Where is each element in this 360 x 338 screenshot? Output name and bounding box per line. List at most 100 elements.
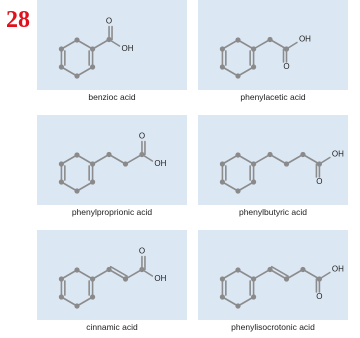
ring-bond [221, 154, 239, 165]
benzoic-acid-structure: O OH [58, 17, 134, 79]
hydroxyl-bond [141, 268, 154, 277]
chain-double-bond [270, 265, 289, 278]
ring-carbon [74, 303, 80, 309]
ring-carbon [219, 46, 226, 52]
chain-bond [285, 153, 304, 165]
ring-carbon [235, 152, 241, 158]
ring-carbon [235, 188, 241, 194]
carbonyl-oxygen-label: O [139, 132, 145, 141]
ring-bond [76, 181, 94, 192]
molecule-name: cinnamic acid [86, 322, 138, 332]
ring-bond [237, 154, 255, 165]
figure-number: 28 [6, 7, 30, 33]
ring-carbon [89, 64, 96, 70]
chain-bond [124, 268, 143, 280]
molecule-card-benzoic-acid: O OH benzioc acid [37, 0, 187, 108]
structure-diagram: O OH [37, 230, 187, 320]
ring-bond [237, 296, 255, 307]
ring-carbon [58, 276, 65, 282]
ring-carbon [219, 161, 226, 167]
ring-carbon [235, 303, 241, 309]
molecule-name: phenylisocrotonic acid [231, 322, 315, 332]
ring-bond [221, 66, 239, 77]
ring-bond [60, 66, 78, 77]
chain-bond [91, 38, 110, 50]
ring-bond [221, 296, 239, 307]
ring-bond [76, 269, 94, 280]
hydroxyl-bond [108, 38, 121, 47]
chain-carbon [267, 151, 273, 158]
chain-bond [252, 153, 271, 165]
molecule-name: phenylacetic acid [240, 92, 306, 102]
ring-carbon [74, 73, 80, 79]
ring-carbon [235, 73, 241, 79]
ring-carbon [235, 37, 241, 43]
chain-bond [91, 268, 110, 280]
ring-carbon [58, 294, 65, 300]
molecule-name: phenylproprionic acid [71, 207, 153, 217]
phenylisocrotonic-acid-structure: OOH [219, 265, 344, 309]
hydroxyl-bond [141, 153, 154, 162]
structure-diagram: O OH [37, 0, 187, 90]
hydroxyl-label: OH [299, 35, 311, 44]
phenylbutyric-acid-structure: O OH [219, 150, 344, 194]
ring-carbon [219, 276, 226, 282]
ring-bond [60, 269, 78, 280]
chain-carbon [122, 276, 129, 282]
chain-bond [252, 38, 271, 50]
molecule-card-phenylacetic-acid: O OH phenylacetic acid [198, 0, 348, 108]
chain-bond [302, 153, 321, 165]
ring-bond [237, 39, 255, 50]
chain-carbon [283, 161, 290, 167]
ring-carbon [89, 179, 96, 185]
ring-carbon [250, 64, 257, 70]
structure-diagram: O OH [37, 115, 187, 205]
chain-bond [269, 38, 288, 50]
chain-carbon [267, 266, 273, 273]
hydroxyl-label: OH [154, 159, 166, 168]
phenylacetic-acid-structure: O OH [219, 35, 311, 79]
hydroxyl-bond [285, 41, 298, 50]
ring-carbon [250, 179, 257, 185]
ring-bond [221, 181, 239, 192]
ring-bond [237, 66, 255, 77]
hydroxyl-label: OH [154, 274, 166, 283]
ring-carbon [219, 294, 226, 300]
chain-double-bond [108, 268, 127, 280]
ring-bond [76, 66, 94, 77]
ring-carbon [74, 152, 80, 158]
ring-carbon [250, 294, 257, 300]
chain-bond [124, 153, 143, 165]
chain-bond [302, 268, 321, 280]
molecule-name: benzioc acid [88, 92, 136, 102]
carbonyl-oxygen-label: O [139, 247, 145, 256]
ring-bond [237, 269, 255, 280]
cinnamic-acid-structure: O OH [58, 247, 167, 309]
ring-carbon [219, 64, 226, 70]
hydroxyl-label: OH [332, 150, 344, 159]
chain-bond [108, 153, 127, 165]
molecule-card-phenylproprionic-acid: O OH phenylproprionic acid [37, 115, 187, 223]
carbonyl-oxygen-label: O [316, 177, 322, 186]
ring-carbon [58, 46, 65, 52]
ring-bond [60, 296, 78, 307]
chain-carbon [267, 36, 273, 43]
carbonyl-oxygen-label: O [106, 17, 112, 26]
ring-bond [76, 154, 94, 165]
chain-carbon [300, 151, 306, 158]
ring-carbon [58, 64, 65, 70]
chain-carbon [300, 266, 306, 273]
hydroxyl-bond [318, 156, 331, 165]
chain-bond [252, 268, 271, 280]
structure-diagram: O OH [198, 0, 348, 90]
hydroxyl-label: OH [121, 44, 133, 53]
carbonyl-oxygen-label: O [283, 62, 289, 71]
chain-carbon [283, 276, 290, 282]
chain-double-bond [109, 265, 128, 278]
ring-carbon [74, 188, 80, 194]
phenylproprionic-acid-structure: O OH [58, 132, 167, 194]
hydroxyl-label: OH [332, 265, 344, 274]
ring-bond [60, 154, 78, 165]
